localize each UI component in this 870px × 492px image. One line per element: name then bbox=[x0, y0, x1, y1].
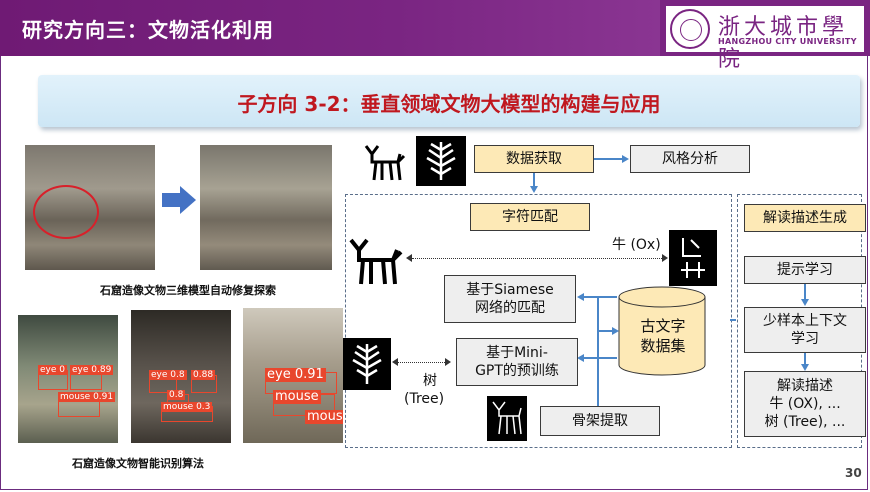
database-line-2: 数据集 bbox=[640, 337, 686, 355]
style-analysis-box: 风格分析 bbox=[630, 145, 750, 173]
arrow-head bbox=[577, 293, 584, 301]
det-label: mouse 0.3 bbox=[161, 402, 213, 412]
det-label: mouse bbox=[273, 389, 321, 404]
statue-after-photo bbox=[200, 145, 332, 270]
tree-line-2: (Tree) bbox=[404, 391, 445, 407]
dotted-arrow bbox=[412, 258, 662, 259]
dotted-arrow bbox=[397, 362, 445, 363]
detection-photo-2: eye 0.8 0.88 0.8 mouse 0.3 bbox=[131, 310, 231, 443]
interp-line-2: 牛 (OX), ... bbox=[769, 396, 841, 412]
tree-line-1: 树 bbox=[423, 373, 438, 389]
data-acquisition-box: 数据获取 bbox=[474, 145, 594, 173]
database-line-1: 古文字 bbox=[640, 317, 686, 335]
det-label: eye 0 bbox=[38, 365, 67, 375]
logo-name-en: HANGZHOU CITY UNIVERSITY bbox=[718, 37, 857, 46]
ox-rubbing-glyph-icon bbox=[349, 238, 403, 285]
tree-label: 树 (Tree) bbox=[404, 372, 444, 408]
det-label: mouse 0.91 bbox=[58, 392, 116, 402]
arrow-head bbox=[577, 354, 584, 362]
detect-caption: 石窟造像文物智能识别算法 bbox=[72, 457, 204, 470]
header-bar: 研究方向三：文物活化利用 bbox=[0, 0, 660, 56]
statue-before-photo bbox=[25, 145, 155, 270]
detection-photo-3: eye 0.91 mouse mous bbox=[243, 308, 343, 443]
skeleton-extraction-box: 骨架提取 bbox=[540, 406, 660, 436]
page-number: 30 bbox=[845, 466, 862, 480]
interpretation-header-box: 解读描述生成 bbox=[744, 204, 866, 232]
det-label: eye 0.91 bbox=[265, 367, 326, 382]
interp-line-1: 解读描述 bbox=[776, 378, 833, 394]
database-cylinder-icon bbox=[618, 286, 706, 376]
dotted-arrow-head bbox=[406, 254, 412, 262]
arrow-line bbox=[804, 353, 806, 365]
dotted-arrow-head bbox=[392, 358, 398, 366]
det-label: 0.88 bbox=[191, 370, 216, 380]
logo-name-cn: 浙大城市學院 bbox=[718, 15, 849, 72]
university-logo: 浙大城市學院 HANGZHOU CITY UNIVERSITY bbox=[666, 6, 864, 72]
det-label: mous bbox=[305, 409, 343, 424]
siamese-matching-box: 基于Siamese 网络的匹配 bbox=[444, 275, 576, 323]
char-matching-box: 字符匹配 bbox=[470, 203, 590, 231]
subtitle-banner: 子方向 3-2：垂直领域文物大模型的构建与应用 bbox=[38, 75, 860, 127]
arrow-line bbox=[804, 284, 806, 300]
det-label: eye 0.89 bbox=[70, 365, 114, 375]
det-label: eye 0.8 bbox=[149, 370, 187, 380]
arrow-line bbox=[583, 296, 617, 298]
arrow-head bbox=[801, 299, 809, 306]
detection-photo-1: eye 0 eye 0.89 mouse 0.91 bbox=[18, 315, 118, 443]
minigpt-pretrain-box: 基于Mini- GPT的预训练 bbox=[456, 338, 578, 386]
arrow-head bbox=[622, 155, 629, 163]
arrow-line bbox=[594, 158, 622, 160]
arrow-line bbox=[533, 173, 535, 187]
dotted-arrow-head bbox=[662, 254, 668, 262]
arrow-head bbox=[530, 186, 538, 193]
logo-area: 浙大城市學院 HANGZHOU CITY UNIVERSITY bbox=[660, 0, 870, 72]
tree-oracle-glyph-icon bbox=[416, 136, 466, 186]
siamese-line-2: 网络的匹配 bbox=[474, 300, 545, 316]
damage-highlight-circle bbox=[33, 185, 99, 239]
siamese-line-1: 基于Siamese bbox=[466, 282, 554, 298]
subtitle-text: 子方向 3-2：垂直领域文物大模型的构建与应用 bbox=[237, 92, 661, 116]
det-label: 0.8 bbox=[167, 390, 186, 400]
arrow-head bbox=[612, 327, 619, 335]
prompt-learning-box: 提示学习 bbox=[744, 256, 866, 284]
fewshot-line-1: 少样本上下文 bbox=[763, 313, 847, 329]
skeleton-glyph-icon bbox=[487, 396, 527, 441]
ox-oracle-glyph-icon bbox=[364, 145, 406, 181]
arrow-line bbox=[583, 357, 617, 359]
arrow-line bbox=[597, 330, 617, 332]
fewshot-line-2: 学习 bbox=[791, 331, 819, 347]
university-seal-icon bbox=[670, 9, 710, 49]
arrow-head bbox=[801, 364, 809, 371]
ox-label: 牛 (Ox) bbox=[612, 237, 661, 253]
interp-line-3: 树 (Tree), ... bbox=[764, 414, 846, 430]
matching-pipeline-container bbox=[345, 194, 732, 448]
arrow-line bbox=[730, 319, 736, 321]
dotted-arrow-head bbox=[445, 358, 451, 366]
minigpt-line-1: 基于Mini- bbox=[486, 345, 548, 361]
tree-rubbing-glyph-icon bbox=[343, 338, 391, 390]
fewshot-learning-box: 少样本上下文学习 bbox=[744, 307, 866, 353]
database-label: 古文字 数据集 bbox=[636, 316, 690, 356]
minigpt-line-2: GPT的预训练 bbox=[475, 363, 559, 379]
slide-title: 研究方向三：文物活化利用 bbox=[22, 18, 274, 42]
interpretation-output-box: 解读描述牛 (OX), ... 树 (Tree), ... bbox=[744, 371, 866, 437]
restore-caption: 石窟造像文物三维模型自动修复探索 bbox=[100, 284, 276, 297]
ox-matched-glyph-icon bbox=[669, 230, 717, 286]
